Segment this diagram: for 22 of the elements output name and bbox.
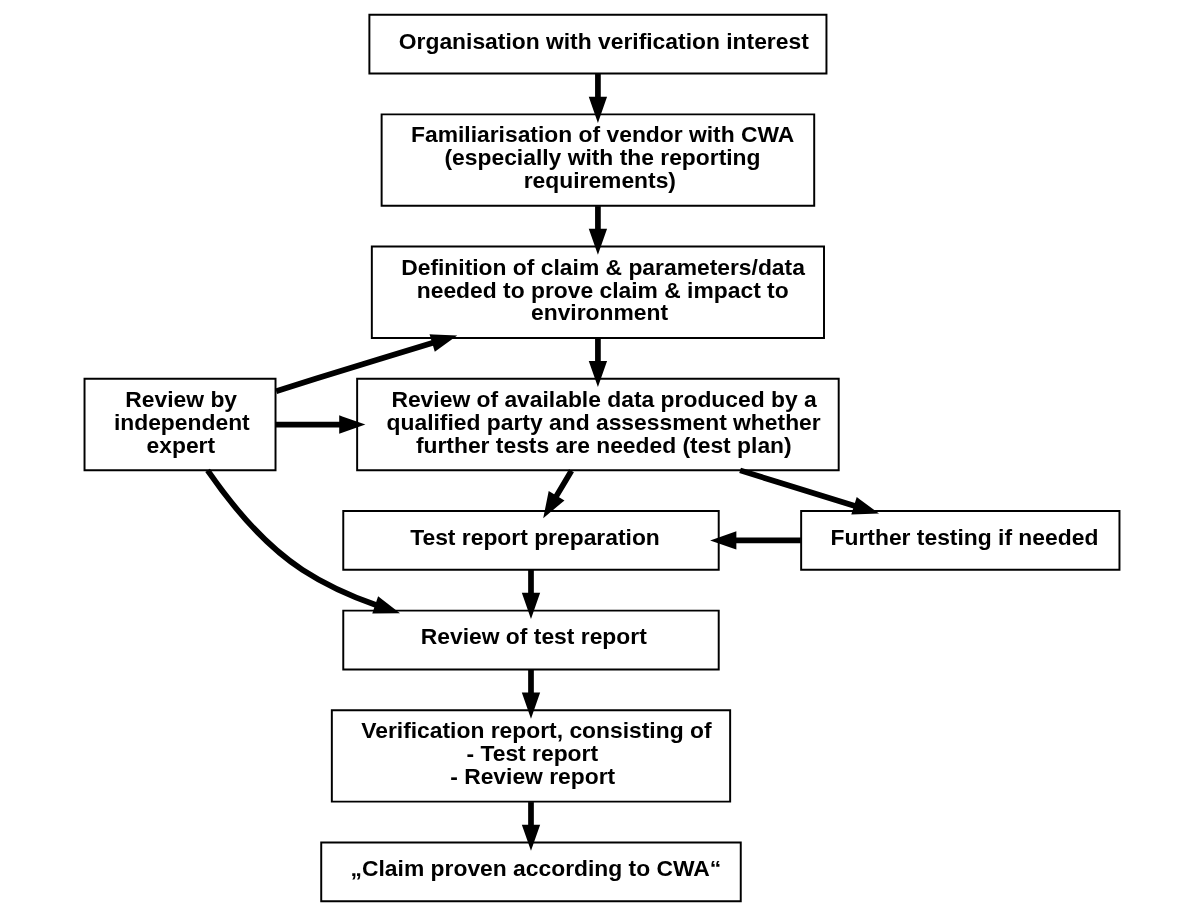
node-box: Further testing if needed [799, 510, 1120, 571]
arrow [521, 669, 540, 719]
arrow [709, 531, 801, 550]
arrow [521, 802, 540, 851]
arrow [542, 469, 574, 519]
node-box: „Claim proven according to CWA“ [319, 841, 742, 903]
node-box: Familiarisation of vendor with CWA (especially with the reporting requirements) [380, 113, 815, 207]
node-box: Definition of claim & parameters/data needed to prove claim & impact to environment [370, 245, 825, 339]
arrow [274, 334, 457, 395]
arrow [588, 206, 607, 255]
arrow [738, 467, 879, 515]
arrow [275, 415, 365, 434]
node-box: Test report preparation [341, 510, 720, 571]
arrow [521, 569, 540, 619]
node-box: Review of available data produced by a qualified party and assessment whether further tests are needed (test plan) [355, 377, 840, 472]
node-box: Organisation with verification interest [367, 13, 827, 75]
arrow [588, 73, 607, 123]
node-box: Review by independent expert [83, 377, 276, 472]
node-box: Review of test report [341, 609, 720, 671]
arrow [588, 338, 607, 388]
arrow [204, 468, 400, 614]
node-box: Verification report, consisting of - Test report - Review report [330, 709, 731, 803]
